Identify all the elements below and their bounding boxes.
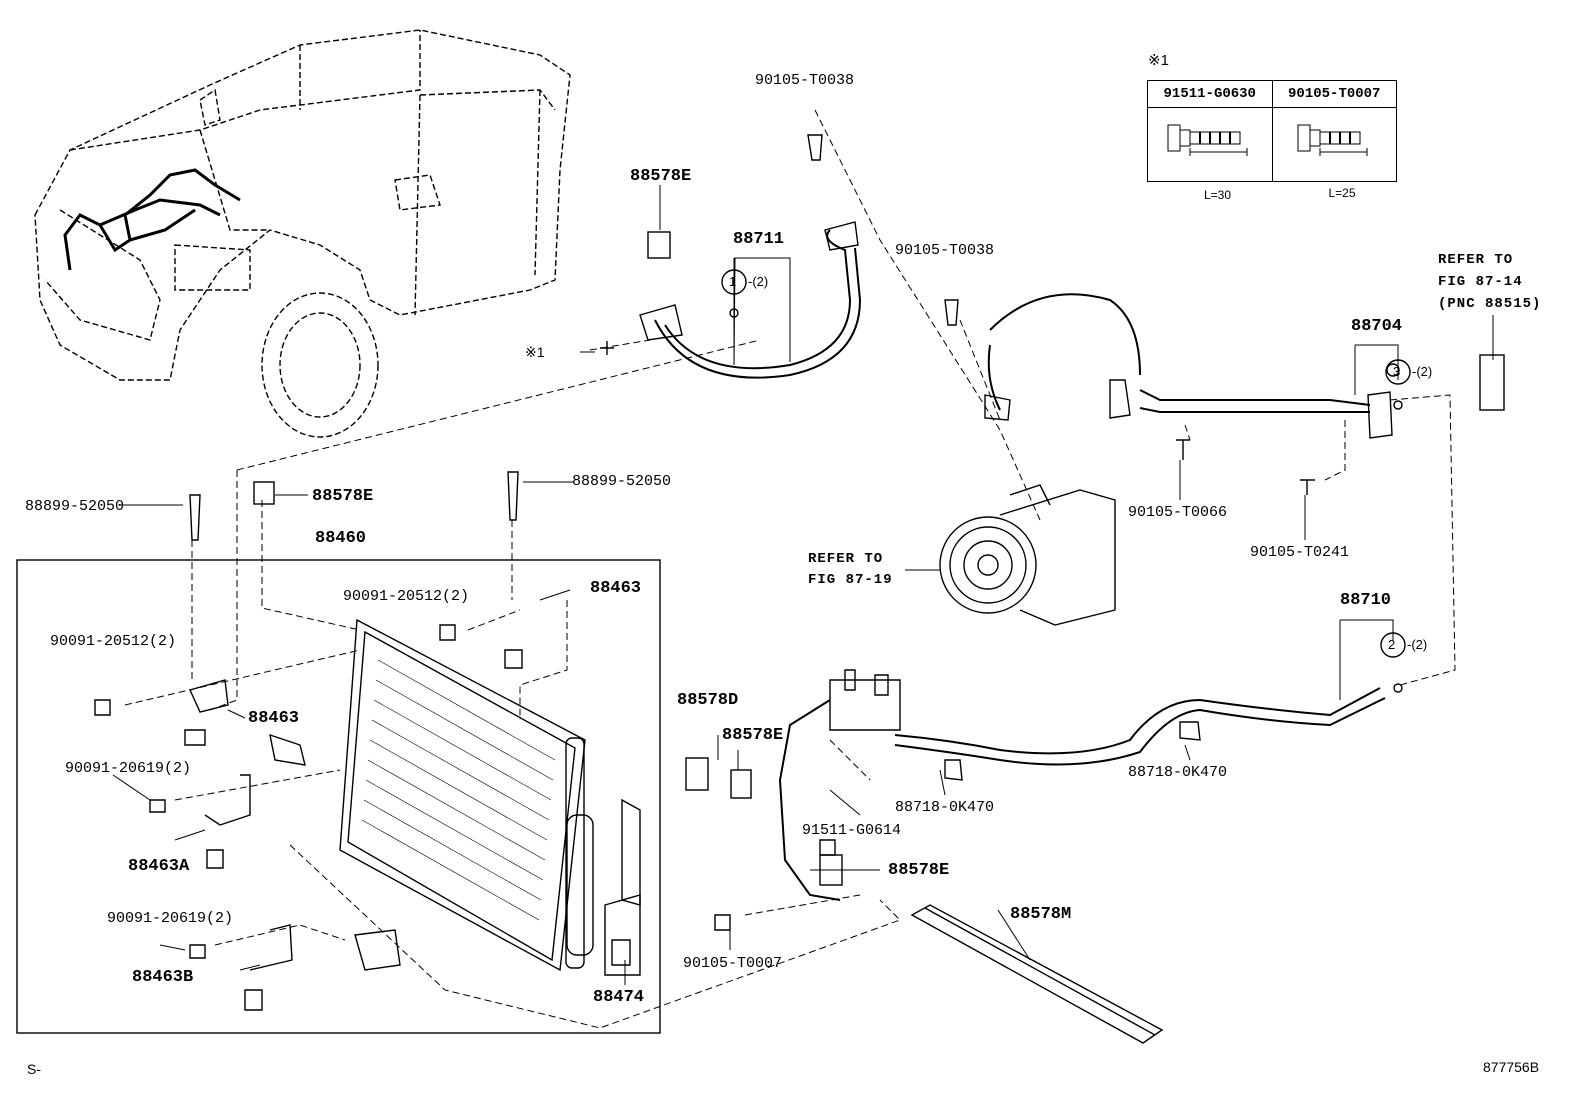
assembly-lines [124,109,1456,1029]
label-88578E-mid: 88578E [312,487,374,506]
refer-fig-87-14-line3: (PNC 88515) [1438,296,1542,312]
label-88704: 88704 [1351,317,1403,336]
label-88710-qty: -(2) [1407,637,1428,652]
label-88578E-bottom: 88578E [888,861,950,880]
condenser-assembly-box [16,559,661,1034]
label-88578M: 88578M [1010,905,1072,924]
compressor [939,484,1116,626]
label-88474: 88474 [593,988,645,1007]
label-88704-qty: -(2) [1412,364,1433,379]
bolt-illustrations [1167,124,1368,156]
label-88718-0K470-mid: 88718-0K470 [895,799,995,816]
label-88710: 88710 [1340,591,1392,610]
label-88578E-top: 88578E [630,167,692,186]
label-90105-T0066: 90105-T0066 [1128,504,1228,521]
label-90091-20619-top: 90091-20619(2) [65,760,192,777]
circle-1-marker [721,269,747,295]
label-88711-qty: -(2) [748,274,769,289]
refer-fig-87-19-line1: REFER TO [808,551,884,567]
refer-fig-87-14-line2: FIG 87-14 [1438,274,1523,290]
label-90105-T0038-top: 90105-T0038 [755,72,855,89]
label-90105-T0038-mid: 90105-T0038 [895,242,995,259]
circle-2-marker [1380,632,1406,658]
footer-figure-code: 877756B [1483,1059,1540,1075]
label-90105-T0241: 90105-T0241 [1250,544,1350,561]
circle-3-number: 3 [1393,364,1401,379]
label-88578D: 88578D [677,691,739,710]
hoses [654,229,1386,901]
label-88463-left: 88463 [248,709,300,728]
label-88463-top: 88463 [590,579,642,598]
footer-left-code: S- [27,1061,41,1077]
leader-lines [112,185,1494,985]
label-90091-20512-top: 90091-20512(2) [343,588,470,605]
label-88899-52050-left: 88899-52050 [25,498,125,515]
label-88460: 88460 [315,529,367,548]
label-90091-20619-bottom: 90091-20619(2) [107,910,234,927]
bolt-table-cell-2: L=25 [1273,108,1397,200]
circle-3-marker [1385,359,1411,385]
bolt-table-header-1: 91511-G0630 [1148,81,1273,107]
refer-fig-87-14-line1: REFER TO [1438,252,1514,268]
bolt-table-cell-1: L=30 [1148,108,1273,202]
label-90105-T0007: 90105-T0007 [683,955,783,972]
label-88899-52050-right: 88899-52050 [572,473,672,490]
refer-fig-87-19-line2: FIG 87-19 [808,572,893,588]
bolt-table-header-2: 90105-T0007 [1288,86,1381,102]
bolt-reference-table: 91511-G0630 90105-T0007 L=30 L=25 [1147,80,1397,202]
circle-1-number: 1 [729,274,737,289]
label-88718-0K470-right: 88718-0K470 [1128,764,1228,781]
label-88578E-lower: 88578E [722,726,784,745]
circle-2-number: 2 [1388,637,1396,652]
lower-bar [910,904,1164,1044]
wire-harness [63,168,241,271]
label-88463B: 88463B [132,968,194,987]
label-90091-20512-left: 90091-20512(2) [50,633,177,650]
bolt-length-1: L=30 [1204,188,1232,202]
bolt-length-2: L=25 [1328,186,1356,200]
vehicle-illustration [34,29,571,438]
label-note1-ref: ※1 [525,344,545,360]
label-91511-G0614: 91511-G0614 [802,822,902,839]
small-parts [94,134,1505,1011]
label-88711: 88711 [733,230,785,249]
note-marker: ※1 [1148,52,1169,69]
label-88463A: 88463A [128,857,190,876]
condenser-core [339,618,594,972]
